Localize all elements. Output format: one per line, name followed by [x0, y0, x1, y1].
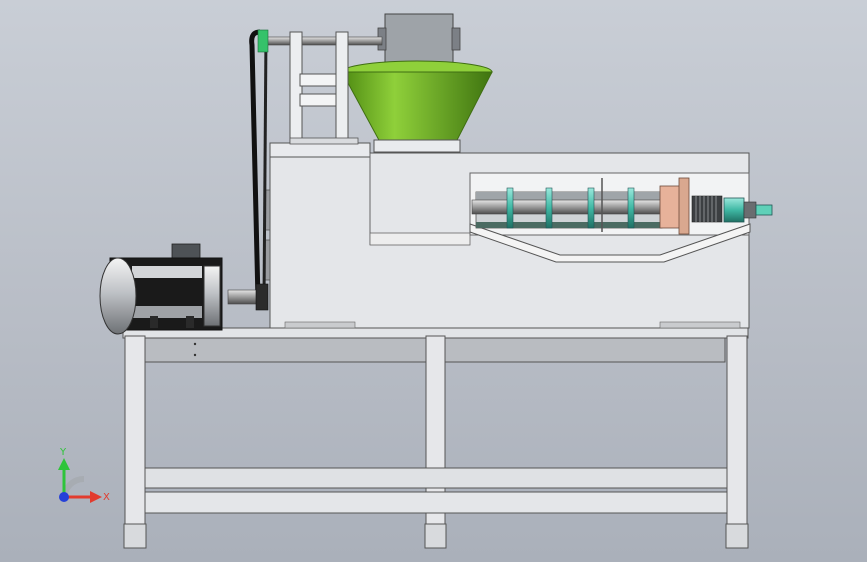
- feed-hopper: [341, 13, 493, 153]
- discharge-tip: [755, 204, 773, 216]
- foot-middle: [424, 523, 447, 549]
- oil-tray: [469, 223, 751, 263]
- copper-flange: [659, 185, 681, 229]
- triad-z-origin: [59, 492, 69, 502]
- motor-endcap: [99, 257, 137, 335]
- barrel-ring-4: [627, 187, 635, 229]
- frame-lower-rail-2: [144, 491, 728, 514]
- coordinate-triad: Y X: [58, 447, 110, 503]
- screw-shaft: [471, 199, 673, 215]
- pressure-spring: [691, 195, 723, 223]
- electric-motor: [99, 243, 223, 335]
- frame-leg-right: [726, 335, 748, 549]
- support-frame: [122, 327, 749, 549]
- belt-drive: [227, 29, 383, 311]
- frame-leg-left: [124, 335, 146, 549]
- barrel-ring-2: [545, 187, 553, 229]
- barrel-ring-3: [587, 187, 595, 229]
- gearbox: [384, 13, 454, 65]
- adjust-nut: [723, 197, 745, 223]
- frame-leg-middle: [425, 335, 446, 549]
- triad-x-label: X: [103, 492, 110, 503]
- press-housing: [263, 142, 750, 329]
- press-window: [469, 172, 773, 263]
- foot-right: [725, 523, 749, 549]
- barrel-ring-1: [506, 187, 514, 229]
- foot-left: [123, 523, 147, 549]
- frame-lower-rail-1: [144, 467, 728, 489]
- housing-upper-block: [269, 142, 371, 158]
- triad-y-label: Y: [59, 447, 67, 458]
